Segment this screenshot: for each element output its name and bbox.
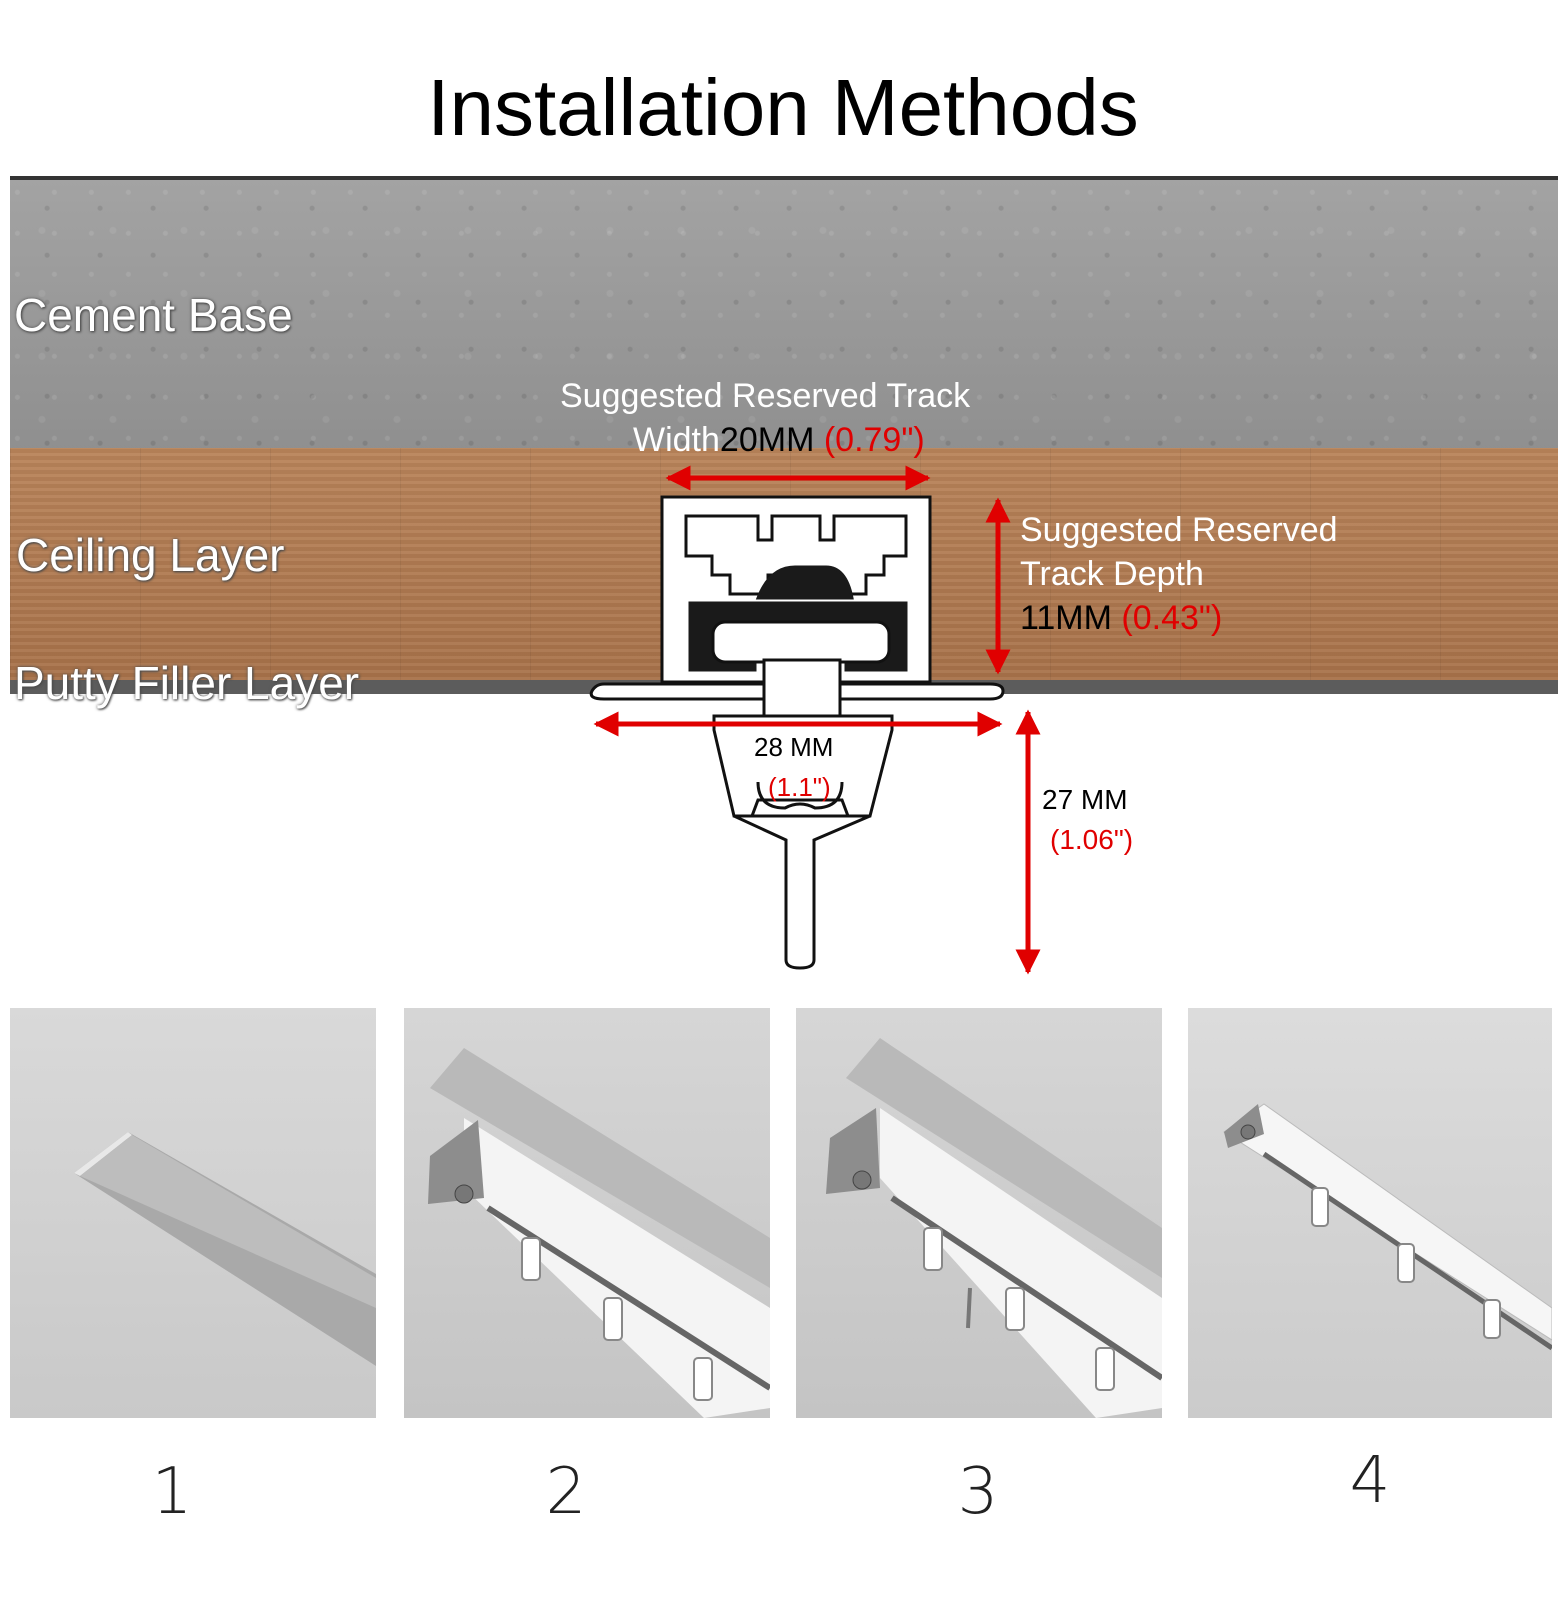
step-1-photo <box>10 1008 376 1418</box>
drop-value: 27 MM <box>1042 784 1128 815</box>
width-label-line1: Suggested Reserved Track <box>560 377 971 415</box>
ceiling-layer-label: Ceiling Layer <box>16 529 285 581</box>
page-title: Installation Methods <box>427 63 1139 152</box>
track-profile <box>589 495 1005 970</box>
depth-label-line1: Suggested Reserved <box>1020 511 1338 549</box>
depth-inch: (0.43") <box>1121 599 1223 637</box>
width-label-line2: Width20MM (0.79") <box>633 418 925 462</box>
step-number-3: 3 <box>957 1455 999 1529</box>
width-inch: (0.79") <box>823 421 925 459</box>
width-value: 20MM <box>719 421 815 459</box>
drop-inch: (1.06") <box>1050 824 1134 855</box>
flange-value: 28 MM <box>754 732 834 762</box>
depth-value: 11MM <box>1020 599 1112 637</box>
step-number-1: 1 <box>151 1455 193 1529</box>
cement-base-layer <box>10 176 1558 452</box>
step-3-photo <box>796 1008 1162 1418</box>
depth-label-line3: 11MM (0.43") <box>1020 596 1222 640</box>
step-number-4: 4 <box>1349 1444 1391 1518</box>
width-label-prefix: Width <box>633 421 720 459</box>
cement-base-label: Cement Base <box>14 289 293 341</box>
step-number-2: 2 <box>545 1455 587 1529</box>
step-2-photo <box>404 1008 770 1418</box>
flange-inch: (1.1") <box>768 772 831 802</box>
track-cross-section-diagram <box>589 465 1041 975</box>
depth-label-line2: Track Depth <box>1020 555 1204 593</box>
step-4-photo <box>1188 1008 1552 1418</box>
putty-filler-label: Putty Filler Layer <box>14 657 360 709</box>
